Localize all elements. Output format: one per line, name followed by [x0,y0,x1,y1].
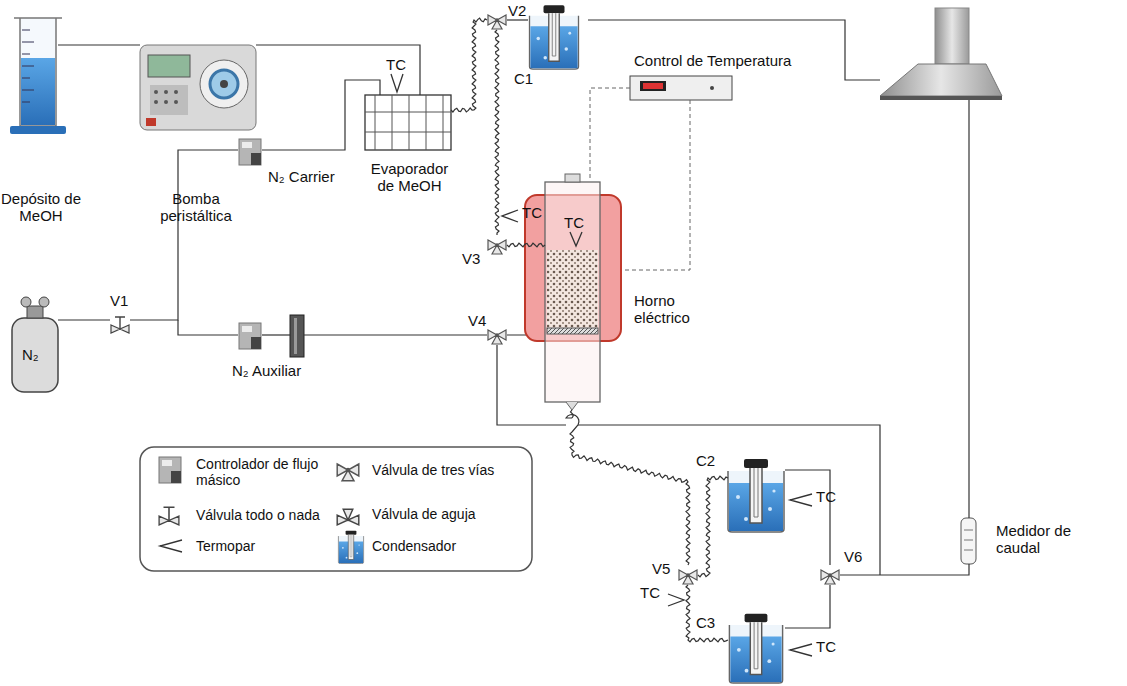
part-label: C3 [696,614,715,631]
meoh-evaporator [365,74,451,150]
part-label: N₂ Carrier [268,168,335,185]
part-label: V4 [468,312,486,329]
part-label: N₂ Auxiliar [232,362,301,379]
part-label: Control de Temperatura [634,52,791,69]
legend-box [140,447,532,571]
legend-text: Válvula todo o nada [196,507,326,523]
heated-lines [451,18,728,642]
flow-meter [961,518,976,564]
heated-line [451,18,487,112]
legend-text: Controlador de flujo másico [196,456,326,488]
part-label: TC [816,638,836,655]
part-label: V6 [844,548,862,565]
peristaltic-pump [140,45,256,130]
meoh-reservoir [10,18,66,134]
heated-line [698,476,728,577]
part-label: TC [522,204,542,221]
part-label: V1 [110,292,128,309]
part-label: V5 [652,560,670,577]
part-label: TC [640,584,660,601]
line-jump [566,415,579,432]
part-label: Horno eléctrico [634,292,714,327]
nitrogen-cylinder [12,297,58,392]
part-label: C2 [696,452,715,469]
heated-line [570,432,690,565]
part-label: V2 [508,2,526,19]
gas-trap [290,315,304,357]
legend-text: Válvula de tres vías [372,462,522,478]
legend-text: Válvula de aguja [372,506,522,522]
part-label: C1 [514,70,533,87]
part-label: Evaporador de MeOH [362,160,457,195]
legend-text: Condensador [372,538,522,554]
part-label: Depósito de MeOH [0,190,82,225]
heated-line [495,30,499,235]
part-label: N₂ [22,346,39,363]
thermocouples [502,210,812,656]
heated-line [686,585,728,642]
legend-text: Termopar [196,538,326,554]
part-label: Bomba peristáltica [150,190,242,225]
part-label: TC [564,214,584,231]
part-label: Medidor de caudal [996,522,1078,557]
heated-line [507,243,545,247]
part-label: TC [816,488,836,505]
extraction-hood [880,8,1002,100]
part-label: V3 [462,250,480,267]
part-label: TC [386,56,406,73]
pipes [58,20,969,628]
